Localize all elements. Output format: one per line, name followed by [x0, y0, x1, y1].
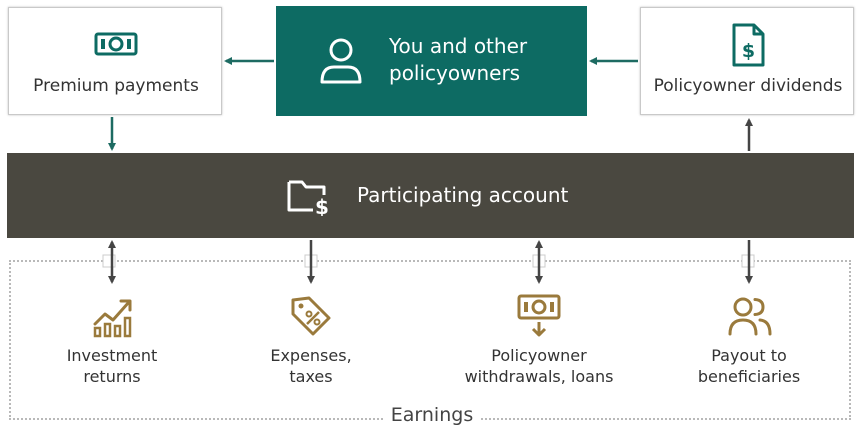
dollar-document-icon: $	[732, 23, 765, 67]
policyowners-box: You and other policyowners	[276, 6, 587, 116]
person-icon	[320, 38, 362, 84]
cash-icon	[94, 32, 138, 56]
policyowner-dividends-label: Policyowner dividends	[653, 76, 843, 96]
growth-chart-icon	[93, 299, 132, 338]
participating-account-label: Participating account	[357, 183, 569, 207]
earnings-label: Earnings	[384, 404, 480, 426]
policyowner-dividends-box: $ Policyowner dividends	[640, 7, 854, 115]
cash-withdraw-icon	[517, 294, 561, 337]
expenses-line2: taxes	[289, 367, 333, 386]
price-tag-icon	[291, 296, 331, 336]
earnings-item-withdrawals: Policyowner withdrawals, loans	[439, 345, 639, 387]
investment-line1: Investment	[66, 346, 158, 365]
withdrawals-line1: Policyowner	[491, 346, 587, 365]
policyowners-label-line1: You and other	[389, 34, 528, 58]
policyowners-label-line2: policyowners	[389, 61, 521, 85]
participating-account-band: $ Participating account	[7, 153, 854, 238]
earnings-item-payout: Payout to beneficiaries	[649, 345, 849, 387]
earnings-item-expenses: Expenses, taxes	[211, 345, 411, 387]
earnings-item-investment: Investment returns	[12, 345, 212, 387]
expenses-line1: Expenses,	[270, 346, 352, 365]
payout-line1: Payout to	[711, 346, 787, 365]
payout-line2: beneficiaries	[697, 367, 801, 386]
folder-dollar-icon: $	[287, 180, 329, 216]
investment-line2: returns	[83, 367, 141, 386]
svg-text:$: $	[315, 195, 329, 216]
withdrawals-line2: withdrawals, loans	[464, 367, 614, 386]
svg-text:$: $	[742, 40, 755, 62]
premium-payments-box: Premium payments	[8, 7, 222, 115]
premium-payments-label: Premium payments	[33, 76, 199, 96]
people-icon	[728, 297, 772, 336]
